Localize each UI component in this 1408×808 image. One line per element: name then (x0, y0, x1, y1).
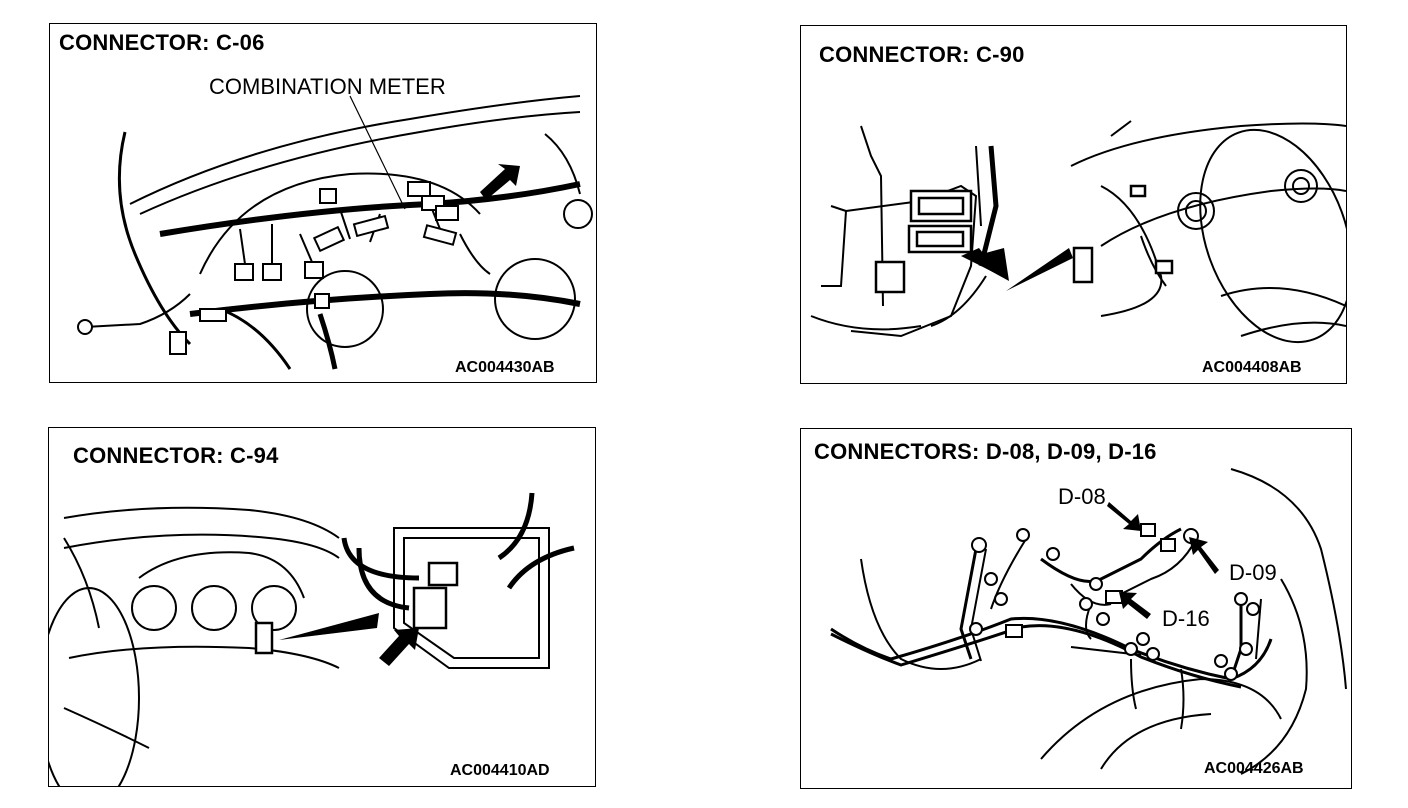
callout-combination-meter: COMBINATION METER (209, 74, 446, 99)
panel-title: CONNECTOR: C-90 (819, 42, 1025, 67)
diagram-panel-d08-d09-d16: CONNECTORS: D-08, D-09, D-16 D-08 D-09 D… (800, 428, 1352, 789)
figure-code: AC004408AB (1202, 359, 1302, 376)
diagram-panel-c90: CONNECTOR: C-90 (800, 25, 1347, 384)
figure-code: AC004426AB (1204, 760, 1304, 777)
connector-location-illustration (810, 120, 1346, 344)
callout-d08: D-08 (1058, 484, 1106, 509)
dashboard-wiring-illustration (77, 95, 593, 370)
panel-title: CONNECTOR: C-94 (73, 443, 279, 468)
diagram-panel-c94: CONNECTOR: C-94 (48, 427, 596, 787)
panel-title: CONNECTORS: D-08, D-09, D-16 (814, 439, 1157, 464)
panel-title: CONNECTOR: C-06 (59, 30, 265, 55)
callout-d16: D-16 (1162, 606, 1210, 631)
harness-location-illustration (830, 468, 1347, 775)
connector-location-illustration (49, 492, 575, 786)
figure-code: AC004430AB (455, 359, 555, 376)
figure-code: AC004410AD (450, 762, 550, 779)
callout-d09: D-09 (1229, 560, 1277, 585)
diagram-panel-c06: CONNECTOR: C-06 COMBINATION METER (49, 23, 597, 383)
